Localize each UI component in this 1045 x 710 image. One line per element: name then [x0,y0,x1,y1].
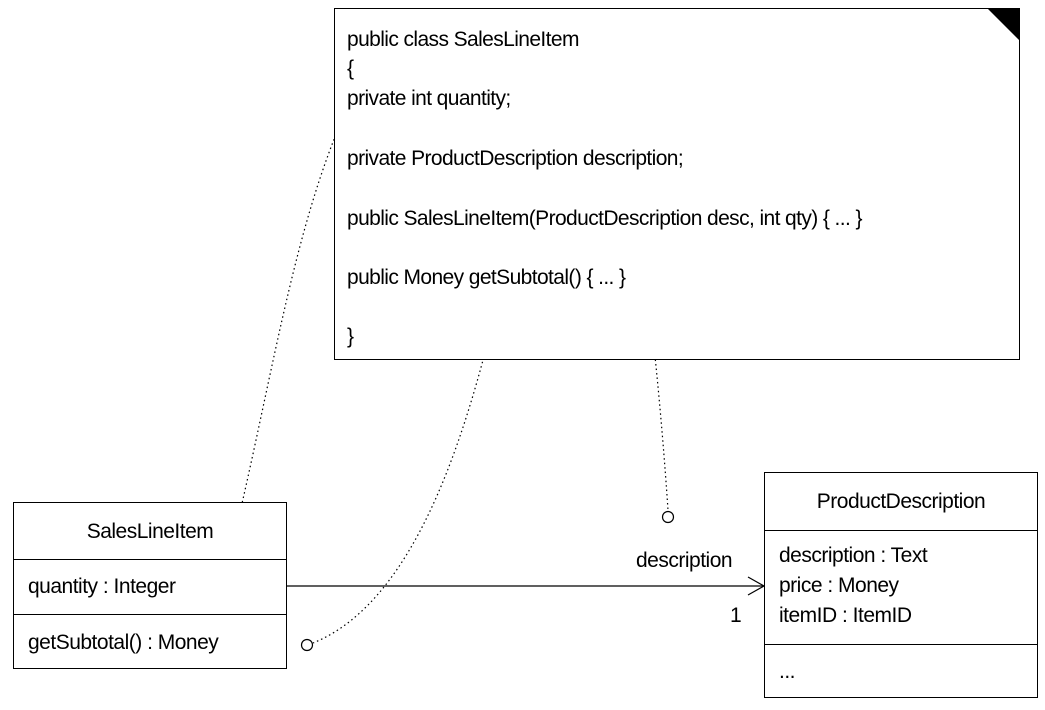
attribute: itemID : ItemID [779,604,912,627]
association-multiplicity-label: 1 [730,604,742,627]
note-folded-corner [987,8,1020,41]
code-line: private int quantity; [347,87,511,110]
code-line: { [347,57,354,80]
operation-section: ... [765,644,1037,697]
trace-end-description [661,510,675,524]
class-name-section: SalesLineItem [14,503,286,559]
trace-quantity [222,101,351,583]
attribute-section: description : Text price : Money itemID … [765,530,1037,644]
attribute: quantity : Integer [28,575,176,598]
code-line: public class SalesLineItem [347,28,579,51]
attribute-section: quantity : Integer [14,559,286,614]
operation: getSubtotal() : Money [28,631,219,654]
code-line: } [347,325,354,348]
code-line: private ProductDescription description; [347,147,684,170]
class-product-description: ProductDescription description : Text pr… [764,472,1038,698]
code-line: public SalesLineItem(ProductDescription … [347,207,863,230]
class-name-section: ProductDescription [765,473,1037,530]
class-sales-line-item: SalesLineItem quantity : Integer getSubt… [13,502,287,669]
attribute: description : Text [779,544,928,567]
operation-section: getSubtotal() : Money [14,614,286,668]
association-role-label: description [636,549,733,572]
operation-ellipsis: ... [779,660,796,683]
trace-end-subtotal [300,638,314,652]
class-name: SalesLineItem [86,520,214,543]
trace-subtotal [312,291,501,644]
code-note: public class SalesLineItem { private int… [334,8,1020,360]
class-name: ProductDescription [816,490,986,513]
code-line: public Money getSubtotal() { ... } [347,266,626,289]
attribute: price : Money [779,574,899,597]
